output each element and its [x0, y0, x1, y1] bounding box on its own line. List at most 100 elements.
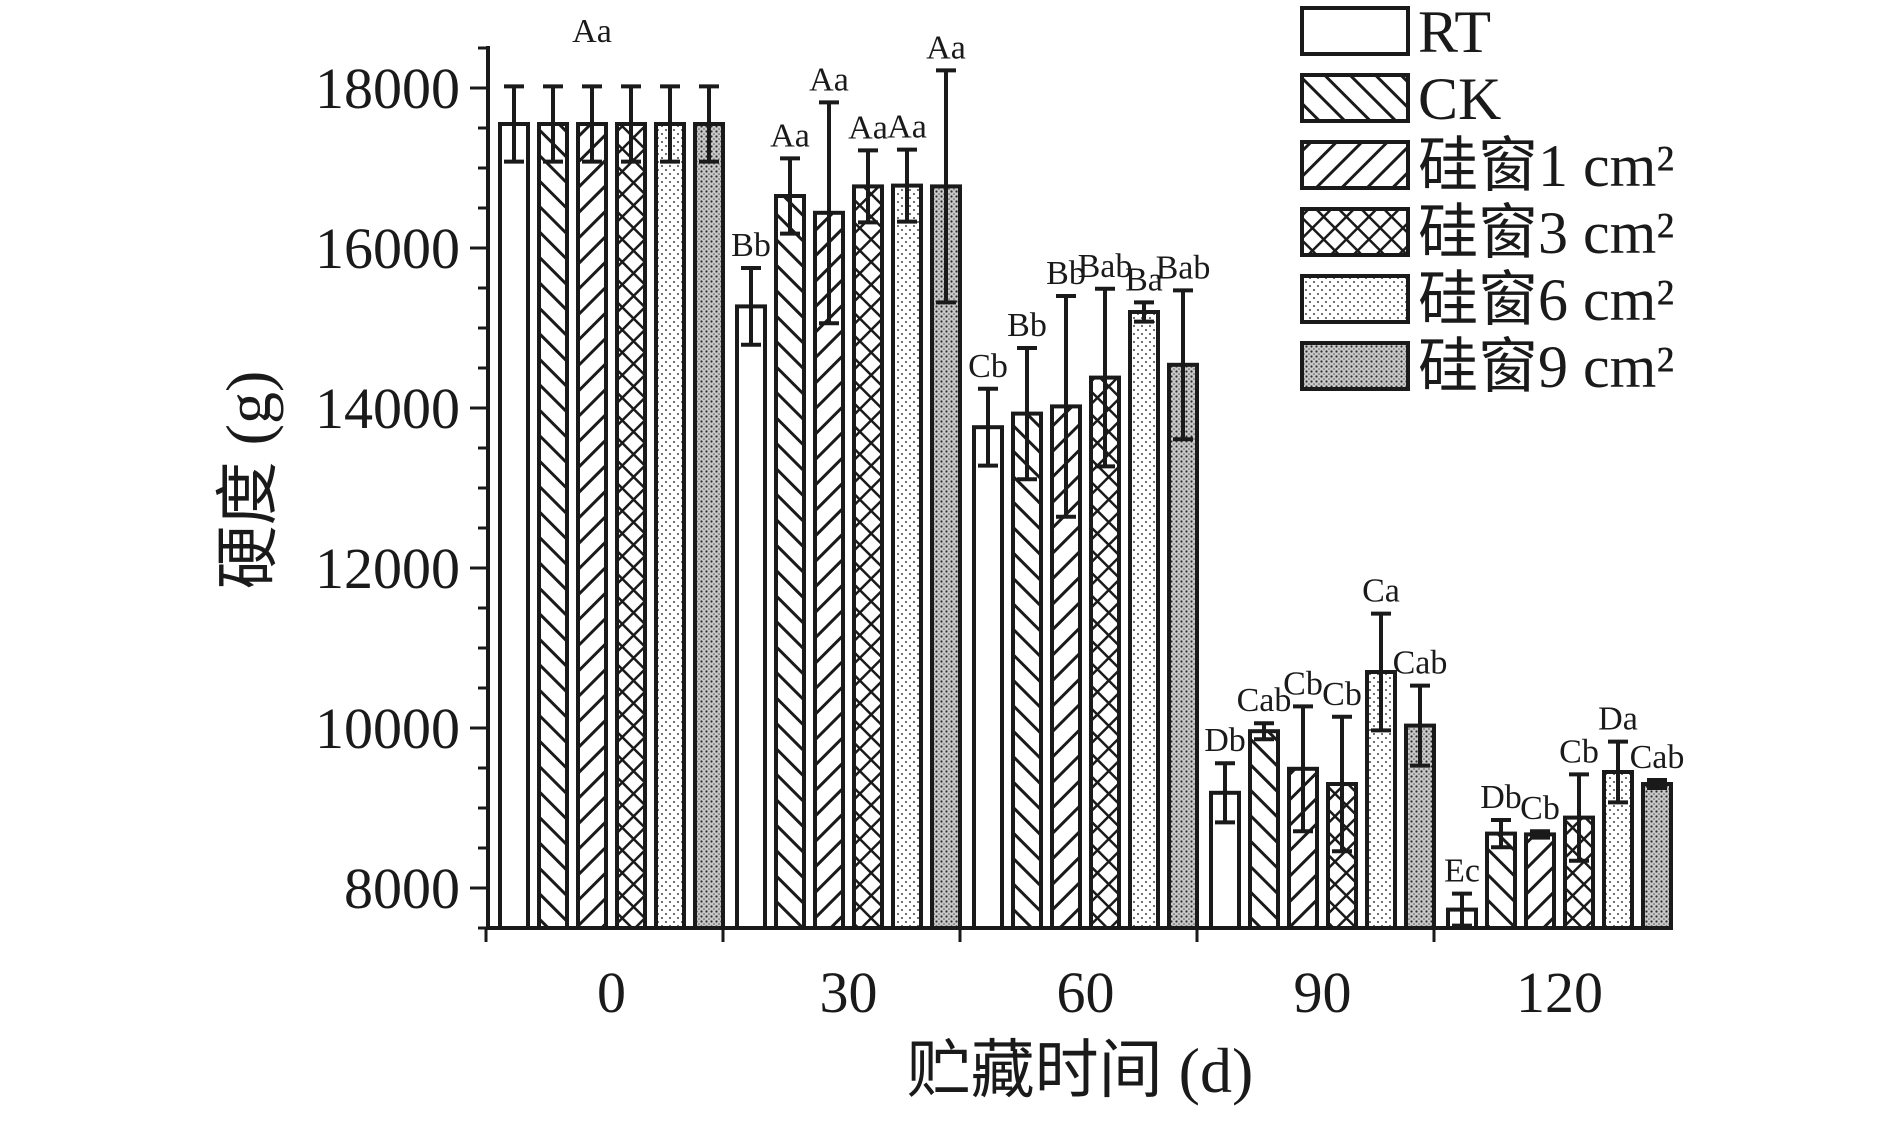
bar — [735, 304, 767, 930]
error-bar — [1056, 294, 1076, 519]
legend-item: 硅窗1 cm² — [1300, 133, 1674, 199]
error-bar — [504, 84, 524, 164]
error-bar — [1530, 829, 1550, 840]
legend-item: 硅窗6 cm² — [1300, 267, 1674, 333]
error-bar — [897, 147, 917, 224]
bar — [693, 122, 725, 930]
significance-label: Cab — [1630, 739, 1685, 776]
legend-swatch — [1300, 6, 1410, 56]
bar — [1641, 782, 1673, 930]
error-bar — [936, 68, 956, 305]
error-bar — [1293, 704, 1313, 834]
error-bar — [780, 156, 800, 236]
bar — [1167, 362, 1199, 930]
y-tick-label: 12000 — [315, 536, 460, 601]
significance-label: Ec — [1444, 853, 1480, 890]
significance-label: Cb — [1520, 790, 1560, 827]
error-bar — [1017, 346, 1037, 482]
bar — [1524, 832, 1556, 931]
y-axis-title: 硬度 (g) — [213, 371, 284, 590]
error-bar — [1410, 683, 1430, 768]
significance-label: Bab — [1156, 249, 1211, 286]
significance-label: Aa — [572, 13, 612, 50]
bar — [1089, 375, 1121, 931]
bar — [537, 122, 569, 930]
x-tick-label: 30 — [820, 960, 878, 1025]
bar — [498, 122, 530, 930]
legend-swatch — [1300, 274, 1410, 324]
error-bar — [819, 100, 839, 326]
error-bar — [660, 84, 680, 164]
significance-label: Bb — [1046, 255, 1086, 292]
error-bar — [1173, 288, 1193, 442]
legend-label: CK — [1418, 66, 1501, 132]
bar — [1011, 411, 1043, 931]
error-bar — [741, 266, 761, 347]
x-tick-label: 60 — [1057, 960, 1115, 1025]
error-bar — [1332, 714, 1352, 854]
y-tick-label: 8000 — [344, 856, 460, 921]
legend-item: 硅窗3 cm² — [1300, 200, 1674, 266]
significance-label: Cb — [1322, 676, 1362, 713]
significance-label: Aa — [809, 61, 849, 98]
legend-label: RT — [1418, 0, 1491, 65]
bar — [1128, 310, 1160, 930]
bar — [852, 184, 884, 930]
legend-label: 硅窗9 cm² — [1418, 334, 1674, 400]
error-bar — [621, 84, 641, 164]
significance-label: Ba — [1125, 261, 1163, 298]
error-bar — [582, 84, 602, 164]
bar — [654, 122, 686, 930]
y-tick-label: 10000 — [315, 696, 460, 761]
significance-label: Bb — [731, 227, 771, 264]
error-bar — [1254, 721, 1274, 742]
y-tick-label: 14000 — [315, 376, 460, 441]
error-bar — [543, 84, 563, 164]
error-bar — [1134, 300, 1154, 324]
bar — [774, 194, 806, 930]
legend-swatch — [1300, 73, 1410, 123]
legend-swatch — [1300, 341, 1410, 391]
significance-label: Cb — [968, 348, 1008, 385]
error-bar — [858, 148, 878, 225]
significance-label: Bb — [1007, 307, 1047, 344]
legend-label: 硅窗6 cm² — [1418, 267, 1674, 333]
error-bar — [1491, 818, 1511, 850]
significance-label: Aa — [848, 109, 888, 146]
bar — [576, 122, 608, 930]
error-bar — [978, 386, 998, 468]
x-axis-title: 贮藏时间 (d) — [907, 1035, 1254, 1106]
bar — [891, 183, 923, 931]
error-bar — [1095, 286, 1115, 469]
significance-label: Db — [1480, 779, 1522, 816]
significance-label: Da — [1598, 701, 1638, 738]
significance-label: Bab — [1078, 248, 1133, 285]
significance-label: Aa — [926, 29, 966, 66]
error-bar — [1452, 891, 1472, 928]
y-tick-label: 18000 — [315, 56, 460, 121]
significance-label: Cab — [1237, 682, 1292, 719]
error-bar — [1608, 739, 1628, 805]
bar — [972, 425, 1004, 930]
error-bar — [1569, 772, 1589, 863]
error-bar — [1215, 761, 1235, 825]
y-tick-label: 16000 — [315, 216, 460, 281]
significance-label: Aa — [770, 117, 810, 154]
significance-label: Cb — [1559, 733, 1599, 770]
x-tick-label: 0 — [597, 960, 626, 1025]
error-bar — [1371, 611, 1391, 733]
legend-swatch — [1300, 140, 1410, 190]
error-bar — [699, 84, 719, 164]
significance-label: Db — [1204, 722, 1246, 759]
error-bar — [1647, 778, 1667, 790]
legend-item: CK — [1300, 66, 1501, 132]
legend-label: 硅窗3 cm² — [1418, 200, 1674, 266]
x-tick-label: 90 — [1294, 960, 1352, 1025]
legend-swatch — [1300, 207, 1410, 257]
significance-label: Aa — [887, 109, 927, 146]
bar — [615, 122, 647, 930]
